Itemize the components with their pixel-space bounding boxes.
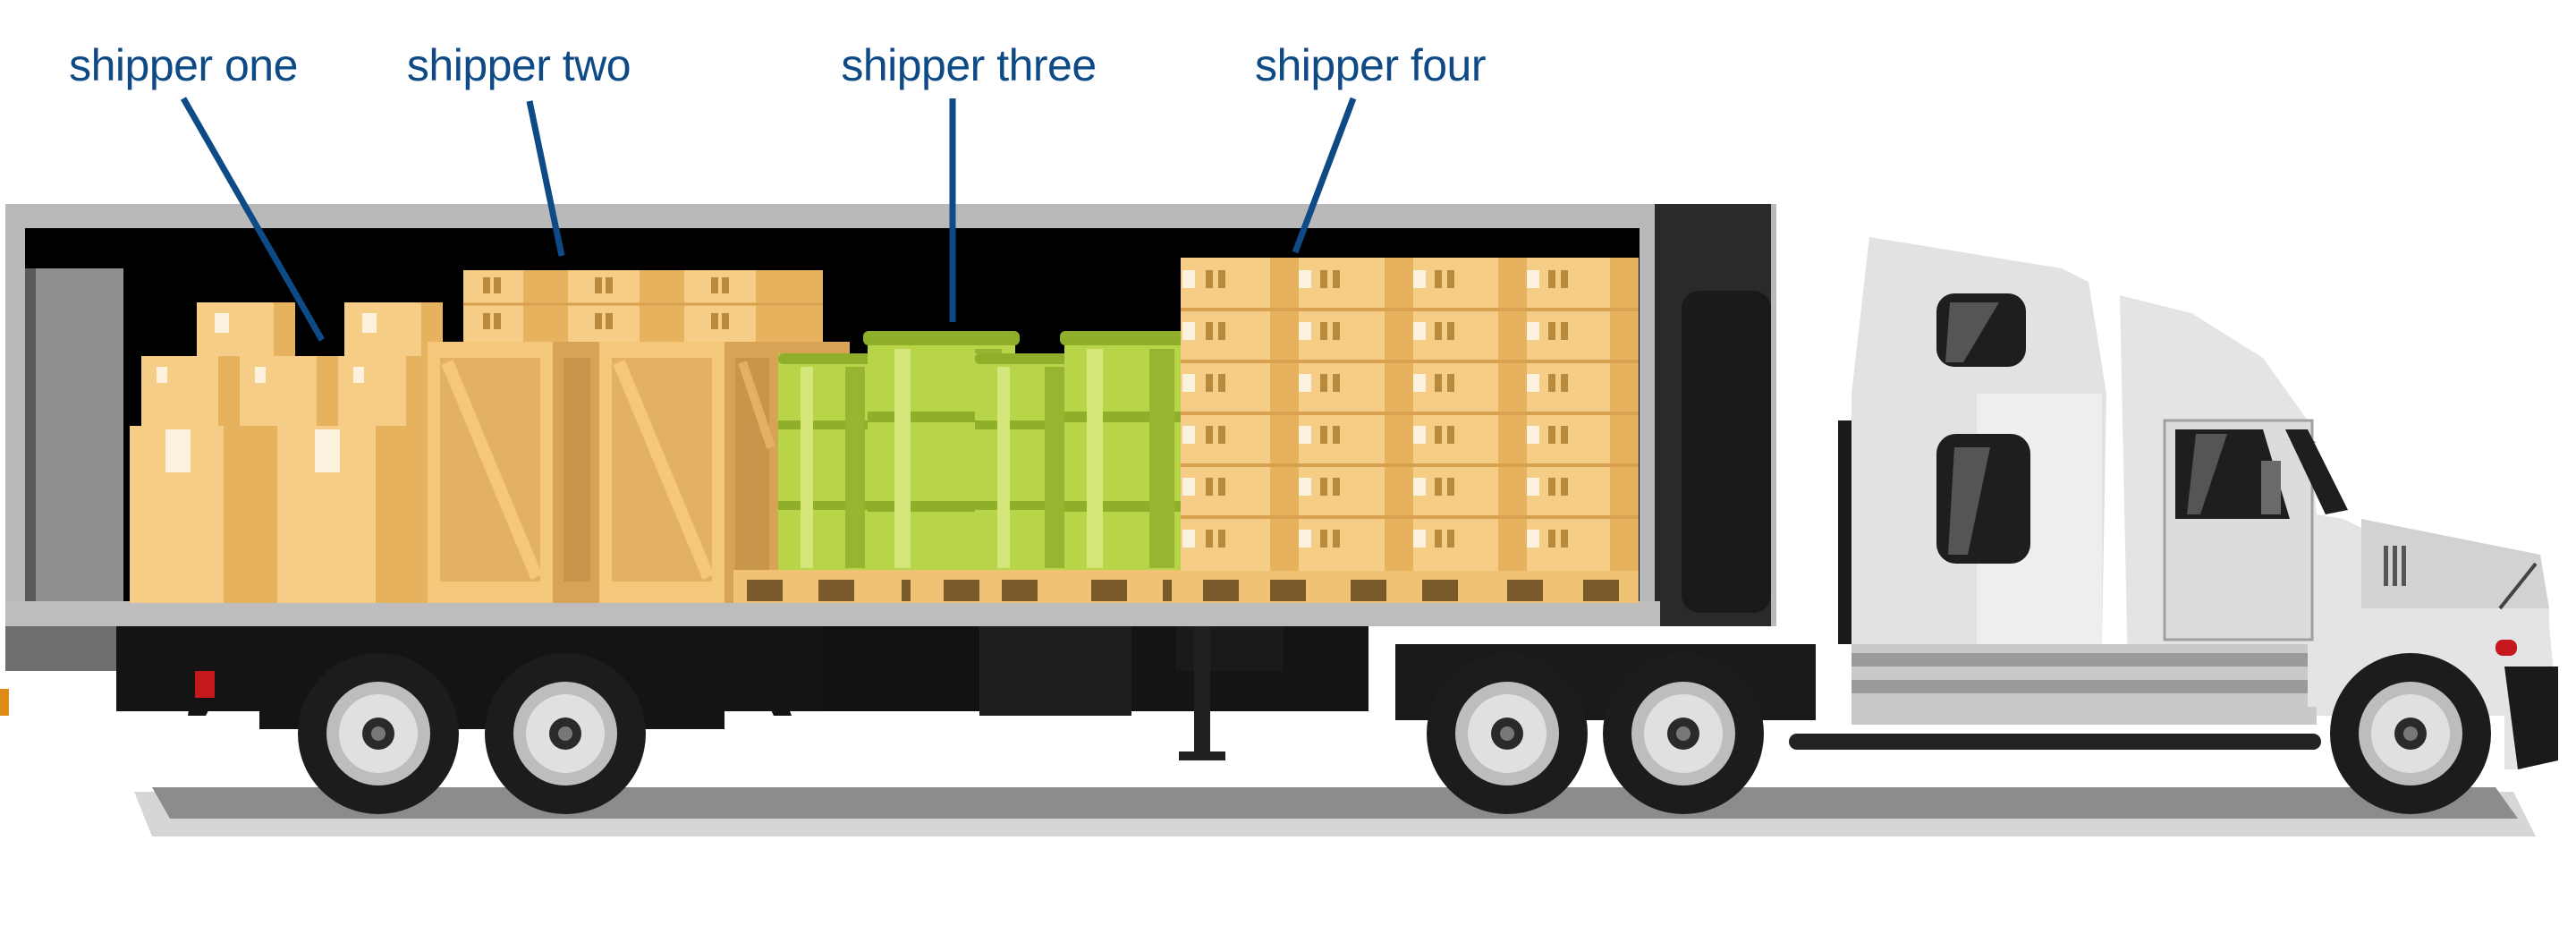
leader-line-shipper-two [526,100,565,257]
shipper-two-cargo [428,270,850,603]
label-shipper-one: shipper one [69,40,298,90]
label-shipper-four: shipper four [1254,40,1487,90]
leader-lines [180,97,1357,342]
leader-line-shipper-four [1292,97,1357,254]
wheel [1427,653,1588,814]
truck-cab [1789,237,2558,769]
ground [134,787,2536,836]
pallets [733,570,1639,603]
wheel [485,653,646,814]
wheel [298,653,459,814]
leader-line-shipper-one [180,97,326,342]
wheel [1603,653,1764,814]
wheel [2330,653,2491,814]
label-shipper-two: shipper two [406,40,631,90]
shipper-three-cargo [778,331,1185,573]
wheels [298,653,2491,814]
shipper-one-cargo [130,302,443,603]
label-shipper-three: shipper three [841,40,1097,90]
shipper-four-cargo [1181,258,1639,571]
trailer-side-door [25,268,123,601]
